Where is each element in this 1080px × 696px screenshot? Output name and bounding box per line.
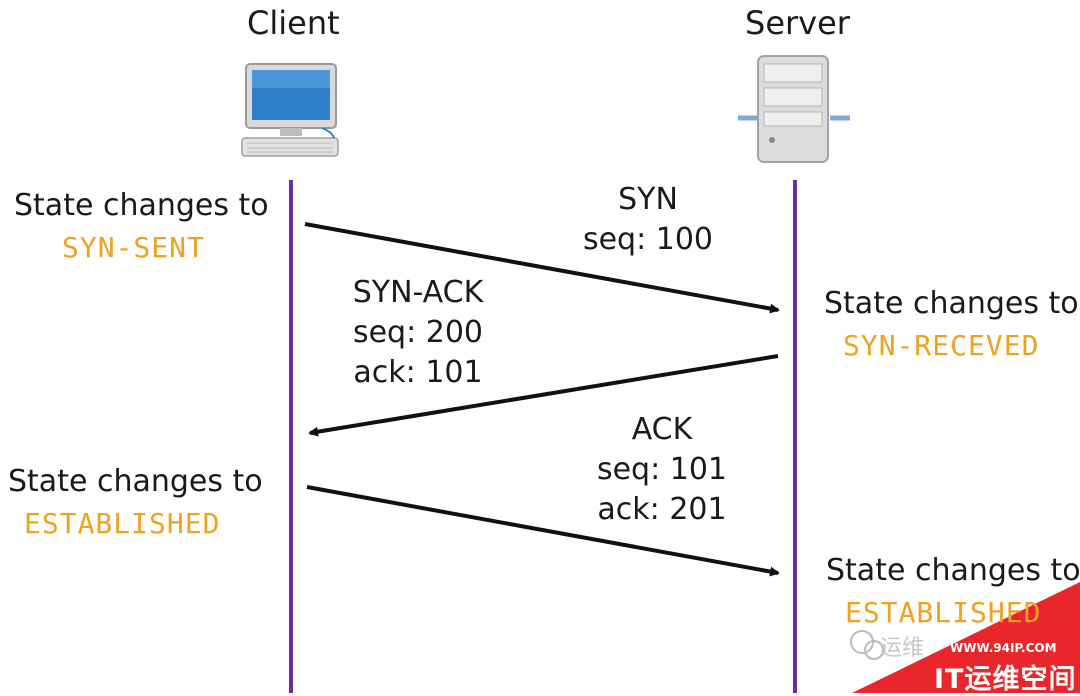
ack-label: ACK seq: 101 ack: 201 [592, 410, 732, 530]
ack-ack: ack: 201 [597, 492, 727, 527]
synack-seq: seq: 200 [352, 315, 484, 350]
ack-seq: seq: 101 [596, 452, 728, 487]
synack-label: SYN-ACK seq: 200 ack: 101 [338, 273, 498, 393]
server-tower-icon [738, 55, 850, 163]
client-state-1-value: SYN-SENT [62, 231, 205, 264]
server-state-2-text: State changes to [826, 553, 1080, 588]
server-state-1-text: State changes to [824, 286, 1079, 321]
server-state-1-value: SYN-RECEVED [843, 329, 1040, 362]
ack-arrow [306, 485, 780, 577]
synack-name: SYN-ACK [352, 275, 484, 310]
server-state-2-value: ESTABLISHED [845, 596, 1042, 629]
synack-ack: ack: 101 [353, 355, 483, 390]
syn-seq: seq: 100 [582, 222, 714, 257]
synack-arrow [308, 354, 779, 437]
client-title: Client [247, 4, 340, 42]
watermark-wechat-label: 运维 [880, 636, 925, 661]
client-state-2-value: ESTABLISHED [24, 507, 221, 540]
client-state-1-text: State changes to [14, 188, 269, 223]
wechat-icon [850, 630, 884, 660]
watermark-brand: IT运维空间 [934, 664, 1077, 695]
watermark-banner [852, 582, 1080, 693]
desktop-computer-icon [241, 63, 339, 157]
watermark-site: WWW.94IP.COM [950, 641, 1057, 655]
server-title: Server [745, 4, 850, 42]
client-state-2-text: State changes to [8, 464, 263, 499]
ack-name: ACK [631, 412, 693, 447]
syn-name: SYN [618, 182, 678, 217]
syn-label: SYN seq: 100 [578, 180, 718, 260]
syn-arrow [304, 222, 780, 314]
